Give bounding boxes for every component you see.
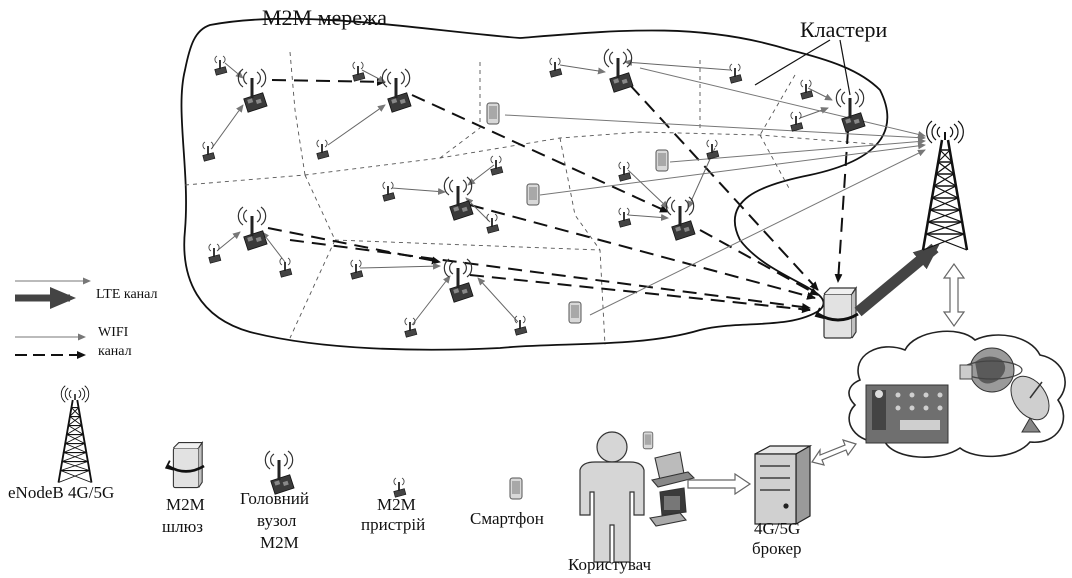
clusters-pointers (754, 39, 851, 96)
smartphone-label: Смартфон (470, 509, 544, 528)
user-icon (579, 431, 645, 563)
desktop-icon (649, 487, 688, 527)
device-links (211, 59, 833, 326)
server-icon (754, 444, 813, 526)
broker-label-2: брокер (752, 539, 802, 558)
legend (15, 277, 91, 359)
lte-backhaul-arrow (854, 243, 940, 317)
broker-label-1: 4G/5G (754, 519, 801, 538)
cloud-broker-arrow (811, 439, 857, 466)
gateway-label-2: шлюз (162, 517, 203, 536)
legend-gateway-icon (164, 441, 206, 489)
legend-tower-icon (57, 384, 93, 484)
user-broker-arrow (687, 472, 752, 496)
globe-icon (959, 347, 1023, 393)
head-node-label-2: вузол (257, 511, 297, 530)
m2m-devices (201, 55, 814, 339)
head-node-label-3: M2M (260, 533, 299, 552)
satellite-dish-icon (1010, 375, 1050, 433)
laptop-icon (650, 451, 696, 488)
cell-tower-icon (921, 119, 969, 252)
user-smartphone-icon (642, 431, 654, 450)
gateway-icon (814, 286, 860, 340)
lte-links (504, 67, 926, 316)
tower-cloud-arrow (942, 262, 966, 328)
legend-wifi-label: WIFI (98, 325, 129, 340)
head-node-label-1: Головний (240, 489, 309, 508)
m2m-device-label-1: M2M (377, 495, 416, 514)
legend-smartphone-icon (509, 477, 523, 500)
legend-lte-label: LTE канал (96, 287, 158, 302)
network-boundary (180, 17, 889, 351)
m2m-device-label-2: пристрій (361, 515, 426, 534)
enodeb-label: eNodeB 4G/5G (8, 483, 115, 502)
cloud-panel-icon (865, 384, 949, 444)
legend-channel-label: канал (98, 344, 132, 359)
network-title: M2M мережа (262, 5, 388, 30)
cluster-borders (184, 51, 886, 346)
clusters-label: Кластери (800, 17, 888, 42)
user-label: Користувач (568, 555, 652, 574)
gateway-label-1: M2M (166, 495, 205, 514)
head-nodes (236, 47, 867, 304)
legend-head-node-icon (263, 449, 296, 496)
